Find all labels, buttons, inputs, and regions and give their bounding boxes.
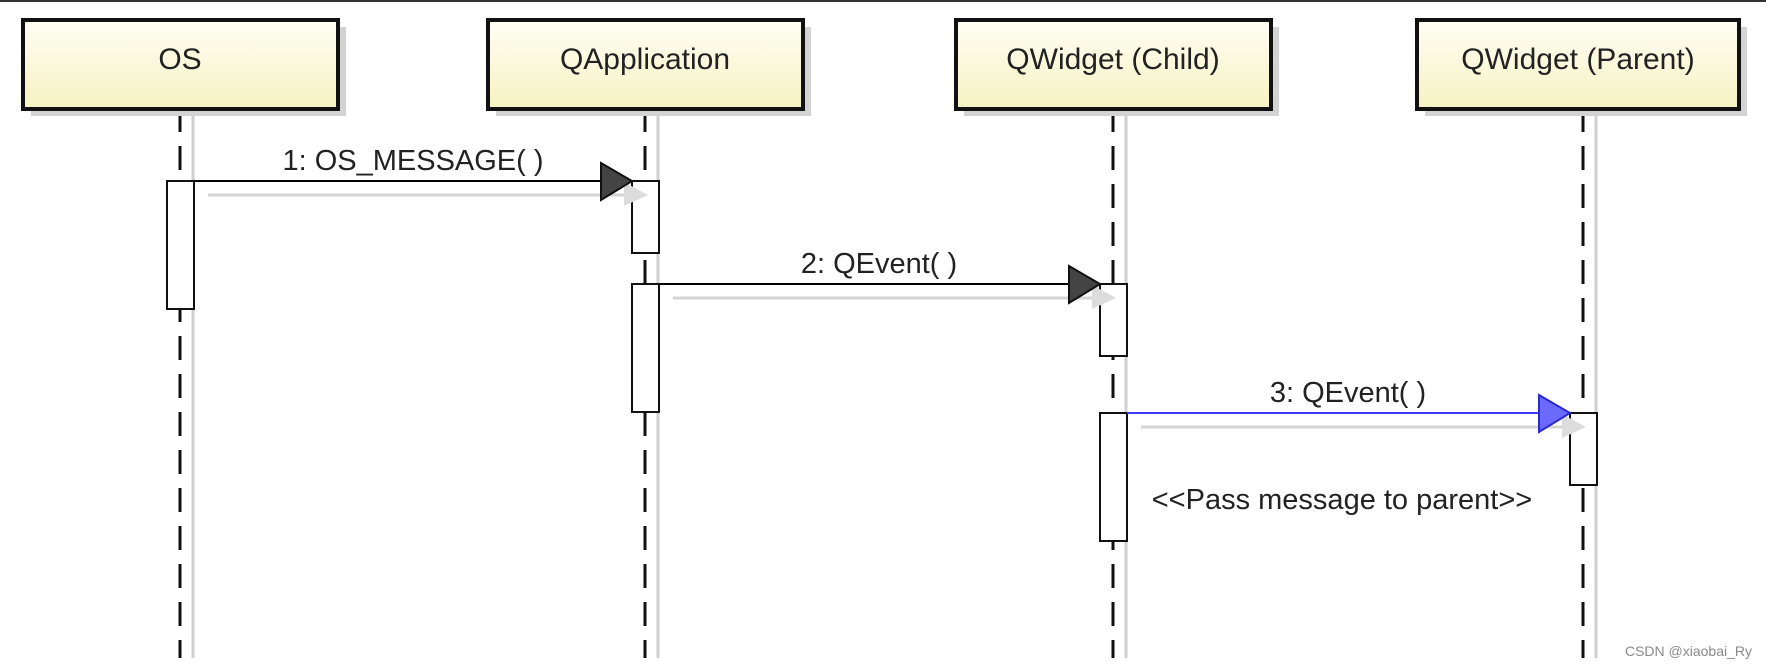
- message-3-arrowhead: [1538, 393, 1572, 434]
- actor-label-qapplication: QApplication: [560, 43, 730, 76]
- activation-qapplication-2: [631, 283, 660, 413]
- actor-qwidget-parent: QWidget (Parent): [1415, 18, 1747, 116]
- message-3-label: 3: QEvent( ): [1270, 377, 1426, 409]
- message-3: 3: QEvent( ): [1127, 377, 1586, 438]
- actor-label-qwidget-parent: QWidget (Parent): [1461, 43, 1694, 76]
- message-2-arrowhead: [1068, 264, 1102, 305]
- note-pass-message-to-parent: <<Pass message to parent>>: [1152, 484, 1532, 516]
- message-1-label: 1: OS_MESSAGE( ): [282, 145, 543, 177]
- actor-os: OS: [21, 18, 346, 116]
- message-2-label: 2: QEvent( ): [801, 248, 957, 280]
- activation-os: [166, 180, 195, 310]
- watermark: CSDN @xiaobai_Ry: [1625, 643, 1752, 659]
- activation-qwidget-child-2: [1099, 412, 1128, 542]
- actor-qwidget-child: QWidget (Child): [954, 18, 1279, 116]
- message-1: 1: OS_MESSAGE( ): [194, 145, 648, 206]
- actor-label-qwidget-child: QWidget (Child): [1006, 43, 1219, 76]
- message-1-arrowhead: [600, 161, 634, 202]
- actor-label-os: OS: [158, 43, 201, 76]
- message-2: 2: QEvent( ): [659, 248, 1116, 309]
- actor-qapplication: QApplication: [486, 18, 811, 116]
